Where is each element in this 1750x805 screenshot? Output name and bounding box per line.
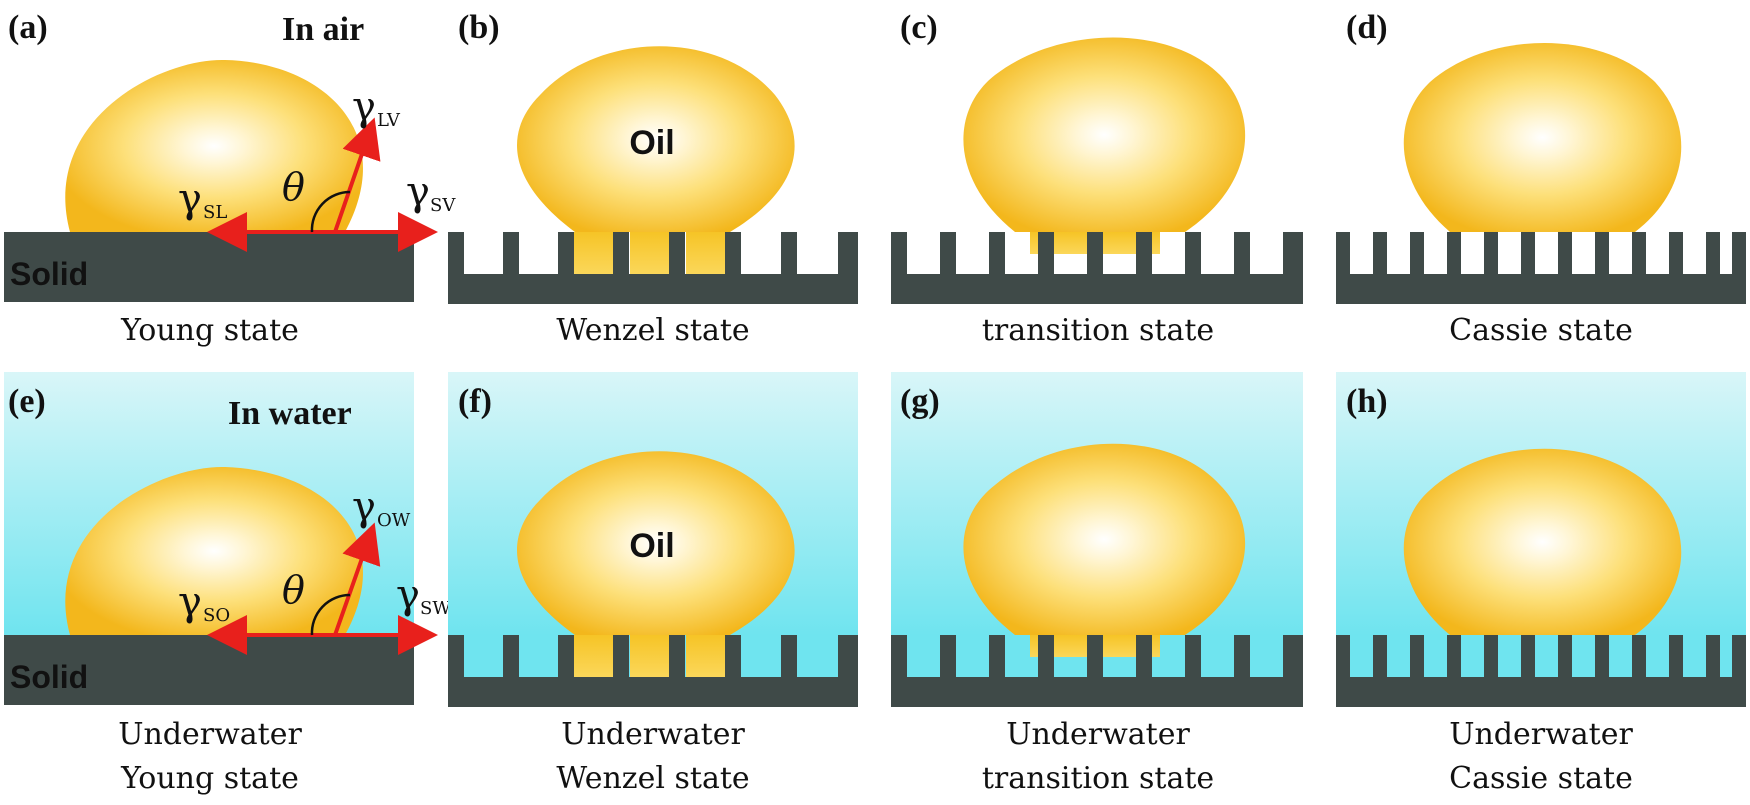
- panel-d: (d) Cassie state: [1336, 9, 1746, 348]
- caption-g-line1: Underwater: [1006, 717, 1190, 752]
- caption-b: Wenzel state: [556, 313, 749, 348]
- theta-symbol: θ: [282, 568, 305, 612]
- panel-e: (e) In water Solid θ γ SO γ OW γ SW Unde…: [4, 372, 451, 796]
- panel-label-a: (a): [8, 9, 48, 46]
- solid-label: Solid: [10, 256, 88, 292]
- rough-substrate: [891, 635, 1303, 707]
- gamma-so-symbol: γ: [178, 579, 202, 625]
- contact-angle-arc: [310, 593, 351, 636]
- oil-droplet: [963, 37, 1246, 232]
- oil-droplet: [1403, 43, 1682, 232]
- water-in-pores: [1336, 635, 1746, 677]
- caption-f-line2: Wenzel state: [556, 761, 749, 796]
- panel-c: (c) transition state: [891, 9, 1303, 348]
- rough-substrate: [1336, 635, 1746, 707]
- caption-g-line2: transition state: [982, 761, 1214, 796]
- caption-f-line1: Underwater: [561, 717, 745, 752]
- gamma-sw-symbol: γ: [396, 572, 420, 618]
- oil-droplet: [517, 46, 795, 232]
- gamma-lv-subscript: LV: [377, 110, 401, 131]
- environment-label-air: In air: [282, 11, 364, 48]
- oil-droplet: [65, 59, 363, 232]
- gamma-sl-subscript: SL: [203, 202, 227, 223]
- panel-g: (g) Underwater transition state: [891, 372, 1303, 796]
- panel-f: (f) Oil Underwater Wenzel state: [448, 372, 858, 796]
- theta-symbol: θ: [282, 165, 305, 209]
- caption-c: transition state: [982, 313, 1214, 348]
- pore-filled-oil: [630, 635, 670, 677]
- rough-substrate: [891, 232, 1303, 304]
- contact-angle-arc: [310, 190, 351, 233]
- oil-droplet: [963, 443, 1246, 635]
- pore-filled-oil: [573, 232, 613, 274]
- panel-h: (h) Underwater Cassie state: [1336, 372, 1746, 796]
- gamma-ow-subscript: OW: [377, 510, 411, 531]
- caption-d: Cassie state: [1449, 313, 1633, 348]
- panel-a: (a) In air Solid θ γ SL γ LV γ SV Young …: [4, 9, 456, 348]
- oil-droplet: [65, 466, 363, 635]
- environment-label-water: In water: [228, 395, 352, 432]
- gamma-sv-symbol: γ: [406, 169, 430, 215]
- gamma-so-subscript: SO: [203, 605, 230, 626]
- caption-e-line1: Underwater: [118, 717, 302, 752]
- rough-substrate: [448, 232, 858, 304]
- panel-label-e: (e): [8, 383, 46, 420]
- rough-substrate: [448, 635, 858, 707]
- pore-filled-oil: [630, 232, 670, 274]
- gamma-sl-symbol: γ: [178, 176, 202, 222]
- panel-label-b: (b): [458, 9, 500, 46]
- oil-droplet: [1403, 448, 1682, 635]
- caption-e-line2: Young state: [120, 761, 299, 796]
- panel-label-g: (g): [900, 383, 940, 420]
- gamma-sw-subscript: SW: [420, 598, 451, 619]
- panel-label-h: (h): [1346, 383, 1388, 420]
- caption-h-line1: Underwater: [1449, 717, 1633, 752]
- gamma-sv-subscript: SV: [430, 195, 456, 216]
- gamma-lv-symbol: γ: [352, 84, 376, 130]
- gamma-ow-arrow: [333, 522, 381, 636]
- caption-h-line2: Cassie state: [1449, 761, 1633, 796]
- oil-label: Oil: [629, 527, 674, 565]
- caption-a: Young state: [120, 313, 299, 348]
- panel-b: (b) Oil Wenzel state: [448, 9, 858, 348]
- panel-label-f: (f): [458, 383, 492, 420]
- rough-substrate: [1336, 232, 1746, 304]
- solid-label: Solid: [10, 659, 88, 695]
- pore-filled-oil: [573, 635, 613, 677]
- oil-droplet: [517, 451, 795, 635]
- gamma-lv-arrow: [333, 117, 381, 233]
- panel-label-c: (c): [900, 9, 938, 46]
- panel-label-d: (d): [1346, 9, 1388, 46]
- pore-filled-oil: [686, 635, 726, 677]
- gamma-ow-symbol: γ: [352, 484, 376, 530]
- oil-label: Oil: [629, 124, 674, 162]
- pore-filled-oil: [686, 232, 726, 274]
